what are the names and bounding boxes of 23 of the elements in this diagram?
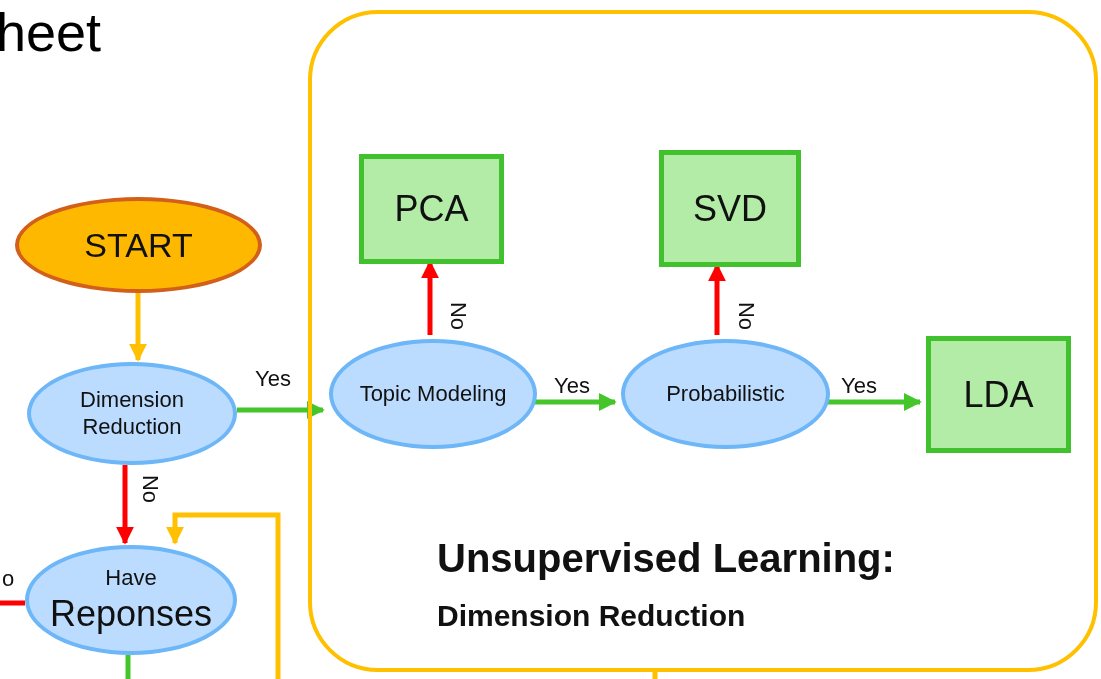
node-label: Dimension Reduction <box>79 387 185 440</box>
arrow <box>237 401 325 419</box>
node-label: Topic Modeling <box>359 380 507 408</box>
node-label: Probabilistic <box>666 380 785 408</box>
arrow <box>166 512 281 679</box>
node-label: PCA <box>394 187 469 231</box>
node-label: Reponses <box>49 591 213 635</box>
result-box <box>359 154 504 264</box>
connector-line <box>652 672 658 679</box>
group-panel <box>308 10 1098 672</box>
arrow <box>116 465 134 545</box>
arrow <box>129 293 147 362</box>
connector-line <box>125 655 131 679</box>
result-box <box>659 150 801 267</box>
title: heet <box>0 1 102 64</box>
panel-subheading: Dimension Reduction <box>437 599 746 633</box>
node-label: START <box>84 224 193 266</box>
node-label: Have <box>105 565 157 592</box>
connector-line <box>0 600 25 606</box>
node-label: SVD <box>693 186 767 231</box>
result-box <box>926 336 1071 453</box>
node-label: LDA <box>963 372 1034 417</box>
panel-heading: Unsupervised Learning: <box>437 536 895 581</box>
